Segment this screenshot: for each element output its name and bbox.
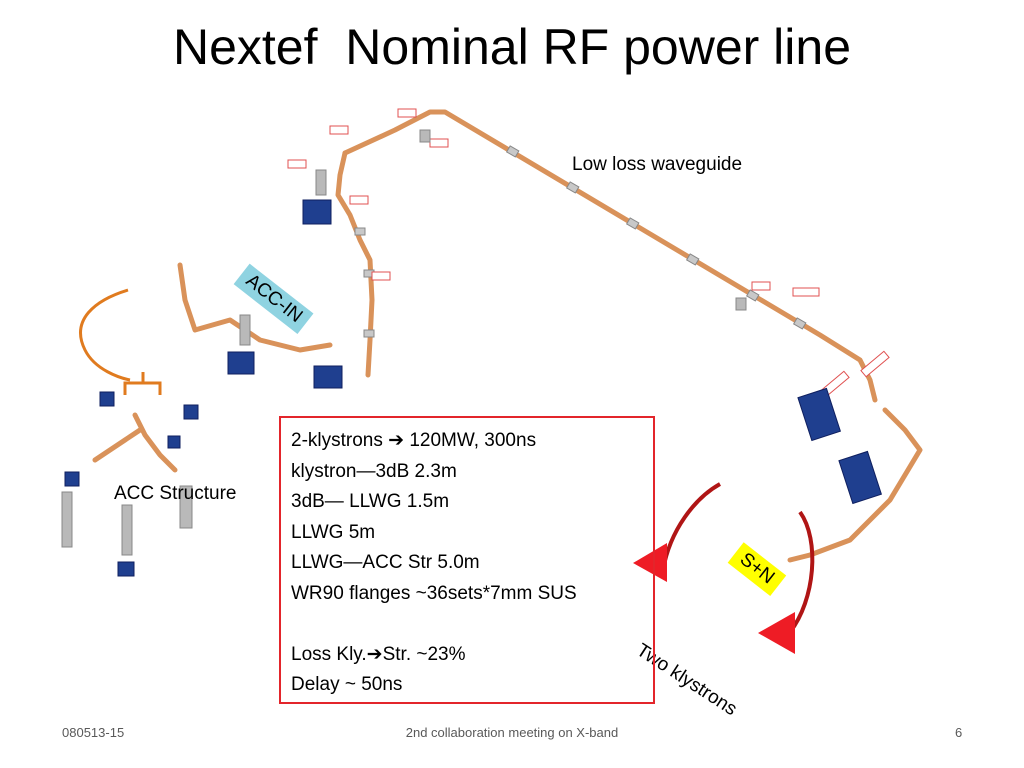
footer-page-number: 6 <box>955 725 963 740</box>
info-line: WR90 flanges ~36sets*7mm SUS <box>291 582 577 604</box>
klystron-arrow-left <box>633 543 667 582</box>
component-tags <box>287 108 890 398</box>
acc-bracket-tick <box>123 372 162 395</box>
acc-bracket <box>79 288 131 382</box>
info-box: 2-klystrons ➔ 120MW, 300ns klystron—3dB … <box>279 416 655 704</box>
label-low-loss-waveguide: Low loss waveguide <box>572 154 743 175</box>
klystron-arrow-right <box>758 612 795 654</box>
info-line: klystron—3dB 2.3m <box>291 460 457 482</box>
support-frames <box>61 129 747 556</box>
info-line: Loss Kly.➔Str. ~23% <box>291 643 466 665</box>
footer-date: 080513-15 <box>62 725 125 740</box>
slide-title: Nextef Nominal RF power line <box>172 19 852 75</box>
info-line: 2-klystrons ➔ 120MW, 300ns <box>291 430 537 451</box>
footer-meeting: 2nd collaboration meeting on X-band <box>405 725 619 740</box>
klystron-arc-right <box>788 510 815 634</box>
component-blocks <box>64 199 883 577</box>
info-line: LLWG 5m <box>291 521 376 543</box>
klystron-arc-left <box>661 482 721 571</box>
info-line: 3dB— LLWG 1.5m <box>291 491 450 512</box>
waveguide-flanges <box>354 145 807 338</box>
info-line: Delay ~ 50ns <box>291 674 403 695</box>
info-line: LLWG—ACC Str 5.0m <box>291 552 480 573</box>
label-acc-structure: ACC Structure <box>114 483 237 504</box>
info-line <box>291 609 643 640</box>
